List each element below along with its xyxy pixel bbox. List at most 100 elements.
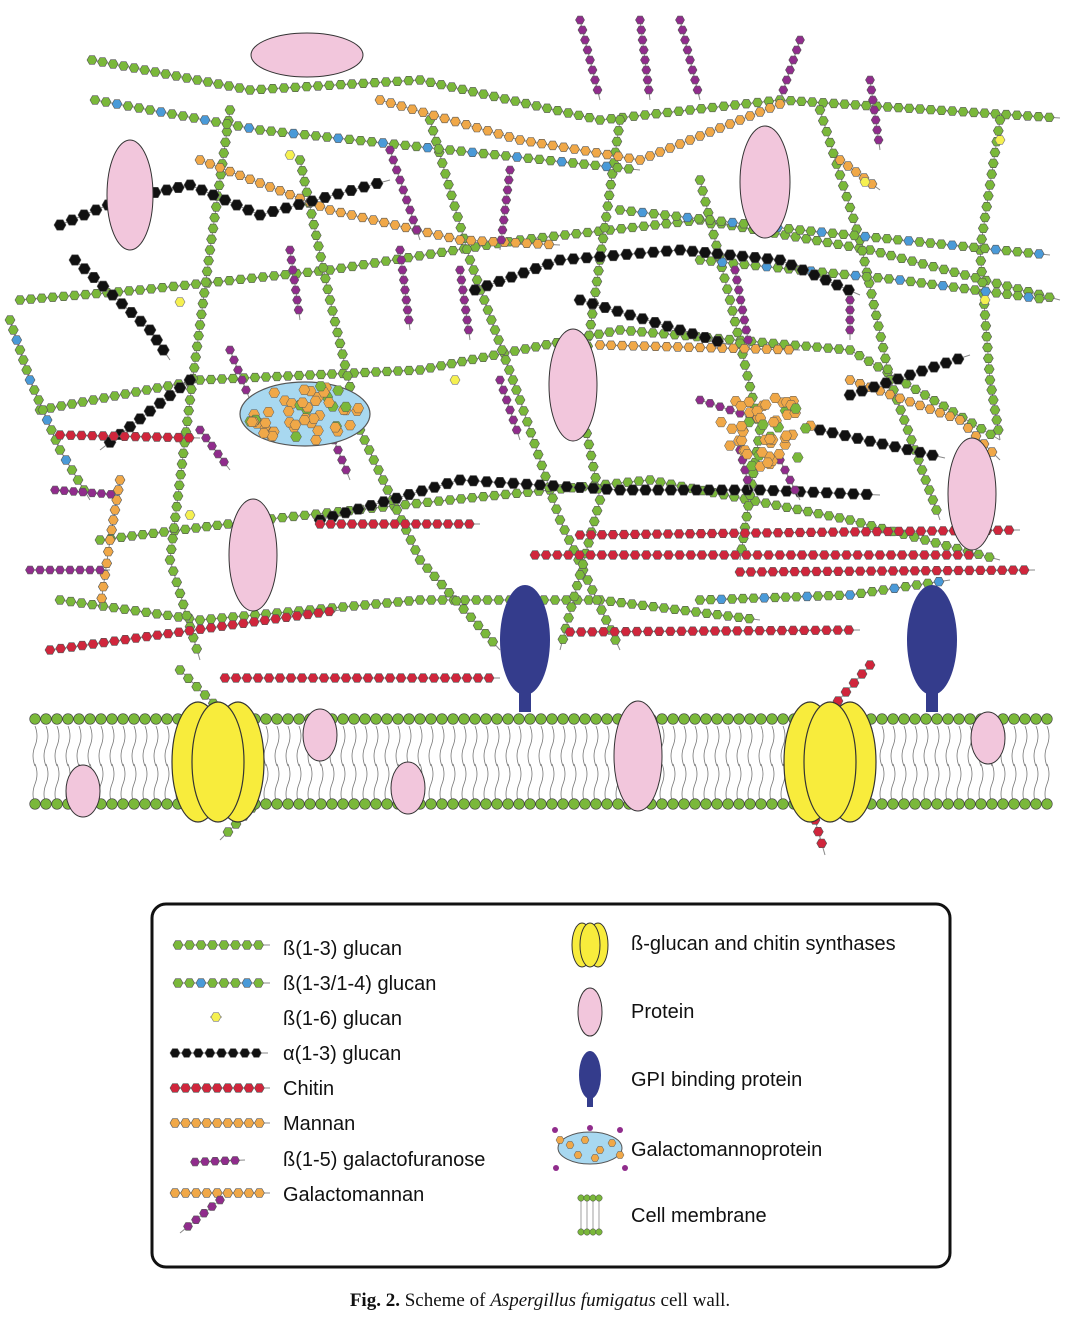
mannan-chain-1-residue bbox=[460, 120, 472, 130]
beta13-glucan-chain-3-residue bbox=[760, 498, 772, 508]
lipid-tail bbox=[593, 763, 599, 805]
beta13-glucan-chain-2-residue bbox=[109, 391, 121, 401]
chitin-chain-7-residue bbox=[439, 673, 451, 683]
beta13-glucan-chain-4-residue bbox=[658, 603, 670, 613]
beta13-glucan-chain-2-residue bbox=[456, 356, 468, 367]
lipid-tail bbox=[934, 763, 940, 805]
beta1314-glucan-chain-4-residue bbox=[748, 593, 759, 603]
beta13-glucan-chain-9-residue bbox=[586, 309, 598, 319]
galactofuranose-chain-2-residue bbox=[680, 35, 690, 45]
beta13-glucan-chain-0-residue bbox=[170, 71, 182, 81]
beta1314-glucan-chain-3-residue bbox=[991, 288, 1002, 298]
lipid-tail bbox=[989, 763, 995, 805]
legend-symbol-chitin-residue bbox=[180, 1083, 191, 1093]
chitin-chain-8-residue bbox=[840, 687, 852, 697]
galactofuranose-chain-5-residue bbox=[405, 205, 415, 215]
legend-symbol-alpha13-residue bbox=[239, 1048, 251, 1058]
beta13-glucan-chain-0-residue bbox=[457, 84, 468, 94]
alpha13-glucan-chain-0-residue bbox=[279, 202, 293, 214]
chitin-chain-4-residue bbox=[800, 566, 811, 577]
alpha13-glucan-chain-3-residue bbox=[620, 248, 634, 260]
galactofuranose-chain-5-residue bbox=[398, 185, 409, 195]
lipid-head bbox=[469, 713, 481, 725]
legend-symbol-galactomannan-branch-residue bbox=[183, 1222, 193, 1231]
beta13-glucan-chain-0-residue bbox=[1000, 109, 1012, 120]
beta13-glucan-chain-6-residue bbox=[174, 588, 186, 599]
beta13-glucan-chain-1-residue bbox=[615, 224, 627, 234]
lipid-head bbox=[689, 713, 701, 725]
beta13-glucan-chain-2-residue bbox=[98, 393, 110, 403]
galactofuranose-chain-9-residue bbox=[456, 275, 467, 285]
beta13-glucan-chain-7-residue bbox=[299, 176, 310, 187]
lipid-tail bbox=[43, 763, 49, 805]
alpha13-glucan-chain-1-residue bbox=[78, 263, 91, 275]
galactofuranose-chain-0-residue bbox=[590, 75, 600, 85]
beta1314-glucan-chain-4-residue bbox=[716, 594, 727, 604]
beta13-glucan-chain-1-residue bbox=[69, 290, 80, 301]
beta1314-glucan-chain-3-residue bbox=[861, 271, 873, 282]
beta13-glucan-chain-6-residue bbox=[171, 577, 183, 587]
galactofuranose-chain-15-residue bbox=[213, 449, 223, 459]
beta1314-glucan-chain-3-residue bbox=[926, 279, 938, 289]
alpha13-glucan-chain-5-residue bbox=[377, 496, 390, 508]
chitin-chain-9-residue bbox=[816, 838, 828, 849]
chitin-chain-1-residue bbox=[410, 519, 422, 529]
alpha13-glucan-chain-5-residue bbox=[453, 474, 467, 486]
beta13-glucan-chain-3-residue bbox=[179, 524, 191, 535]
legend-symbol-galactomannan-branch-residue bbox=[199, 1209, 209, 1218]
beta1314-glucan-chain-0-residue bbox=[221, 119, 233, 129]
beta1314-glucan-chain-0-residue bbox=[166, 109, 178, 119]
alpha13-glucan-chain-5-residue bbox=[753, 484, 767, 496]
lipid-tail bbox=[32, 763, 38, 805]
lipid-tail bbox=[274, 763, 280, 805]
mannan-chain-3-residue bbox=[934, 408, 946, 418]
beta13-glucan-chain-0-residue bbox=[817, 98, 829, 108]
beta13-glucan-chain-5-residue bbox=[174, 665, 186, 675]
legend-membrane-head bbox=[595, 1228, 603, 1236]
alpha13-glucan-chain-0-residue bbox=[344, 185, 358, 196]
lipid-head bbox=[403, 713, 415, 725]
beta13-glucan-chain-10-residue bbox=[873, 321, 884, 331]
galactomannoprotein-residue bbox=[298, 415, 311, 426]
lipid-tail bbox=[307, 763, 313, 805]
beta13-glucan-chain-4-residue bbox=[414, 595, 426, 605]
beta1314-glucan-chain-2-residue bbox=[946, 240, 958, 250]
beta13-glucan-chain-6-residue bbox=[183, 405, 195, 416]
galactofuranose-chain-17-residue bbox=[508, 415, 519, 425]
chitin-chain-0 bbox=[54, 430, 201, 443]
galactomannoprotein-residue bbox=[323, 397, 335, 408]
chitin-chain-3-residue bbox=[752, 550, 763, 560]
alpha13-glucan-chain-5-residue bbox=[573, 481, 587, 494]
beta1314-glucan-chain-1-residue bbox=[7, 325, 19, 335]
legend-symbol-mannan bbox=[169, 1118, 270, 1128]
lipid-head bbox=[964, 798, 976, 810]
beta13-glucan-chain-2-residue bbox=[844, 345, 856, 355]
galactofuranose-chain-1-residue bbox=[640, 55, 650, 65]
beta1314-glucan-chain-4-residue bbox=[823, 591, 834, 601]
galactofuranose-chain-0-residue bbox=[582, 45, 593, 55]
beta13-glucan-chain-3-residue bbox=[411, 498, 422, 509]
chitin-chain-7-residue bbox=[461, 673, 473, 683]
galactofuranose-chain-6-residue bbox=[498, 215, 509, 225]
beta13-glucan-chain-9-residue bbox=[599, 223, 610, 233]
galactofuranose-chain-0-residue bbox=[592, 85, 603, 95]
beta16-glucan-branch bbox=[979, 295, 991, 305]
beta13-glucan-chain-8-residue bbox=[464, 255, 476, 265]
beta13-glucan-chain-2-residue bbox=[77, 397, 89, 407]
alpha13-glucan-chain-0-residue bbox=[53, 219, 67, 231]
lipid-tail bbox=[428, 725, 434, 767]
lipid-head bbox=[722, 713, 734, 725]
lipid-head bbox=[931, 798, 943, 810]
mannan-chain-0-residue bbox=[244, 174, 256, 184]
lipid-head bbox=[40, 713, 52, 725]
beta1314-glucan-chain-0-residue bbox=[177, 111, 189, 121]
mannan-chain-0-residue bbox=[284, 190, 296, 200]
beta13-glucan-chain-12-residue bbox=[694, 175, 706, 185]
chitin-chain-2-residue bbox=[772, 528, 784, 538]
galactomannoprotein-residue bbox=[760, 399, 772, 410]
galactomannoprotein-residue bbox=[314, 381, 327, 392]
beta13-glucan-chain-2-residue bbox=[282, 371, 294, 381]
beta1314-glucan-chain-0-residue bbox=[556, 157, 568, 167]
beta1314-glucan-chain-3 bbox=[694, 255, 1051, 304]
mannan-chain-0-residue bbox=[346, 210, 358, 220]
